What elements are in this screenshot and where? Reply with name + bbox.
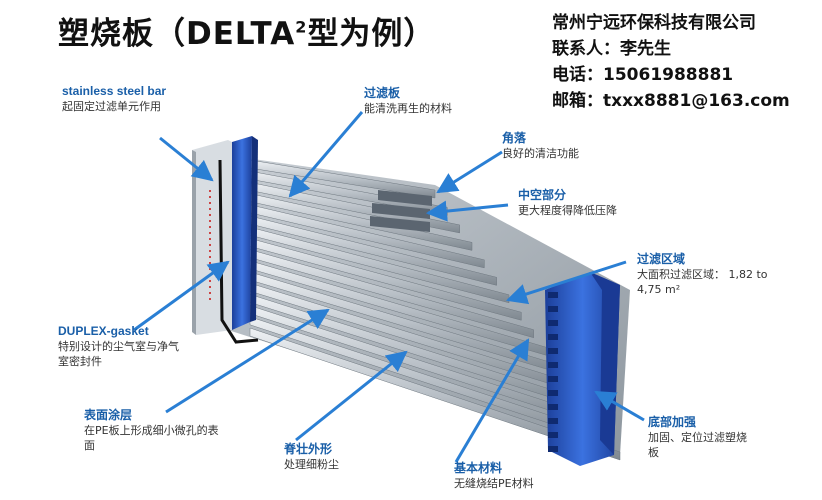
label-steel-bar-title: stainless steel bar — [62, 84, 167, 98]
right-frame-notch — [548, 292, 558, 298]
plate-body — [225, 155, 630, 461]
label-hollow-title: 中空部分 — [518, 188, 567, 202]
label-coating-desc1: 在PE板上形成细小微孔的表 — [84, 424, 219, 437]
label-steel-bar: stainless steel bar 起固定过滤单元作用 — [62, 84, 166, 114]
right-frame-notch — [548, 348, 558, 354]
company-email: 邮箱：txxx8881@163.com — [552, 91, 790, 111]
title-main: 塑烧板（DELTA — [58, 16, 296, 52]
label-coating-title: 表面涂层 — [84, 408, 133, 422]
title-tail: 型为例） — [307, 16, 436, 52]
company-info: 常州宁远环保科技有限公司 联系人：李先生 电话：15061988881 邮箱：t… — [552, 10, 790, 114]
right-frame — [545, 272, 620, 466]
right-frame-notch — [548, 320, 558, 326]
label-filter-area-desc2: 4,75 m² — [637, 283, 681, 296]
label-corner-desc: 良好的清洁功能 — [502, 147, 579, 160]
label-hollow-desc: 更大程度得降低压降 — [518, 204, 617, 217]
right-frame-ridges — [548, 292, 558, 452]
label-bottom: 底部加强 加固、定位过滤塑烧 板 — [648, 415, 747, 460]
company-contact: 联系人：李先生 — [552, 39, 671, 59]
label-filter-plate-desc: 能清洗再生的材料 — [364, 102, 452, 115]
right-frame-notch — [548, 362, 558, 368]
label-gasket: DUPLEX-gasket 特别设计的尘气室与净气 室密封件 — [58, 324, 179, 369]
label-corner-title: 角落 — [502, 131, 527, 145]
company-phone: 电话：15061988881 — [552, 65, 734, 85]
label-filter-plate-title: 过滤板 — [364, 86, 401, 100]
label-bottom-title: 底部加强 — [648, 415, 697, 429]
right-frame-notch — [548, 390, 558, 396]
label-gasket-title: DUPLEX-gasket — [58, 324, 149, 338]
plate-rib — [249, 327, 621, 461]
label-filter-plate: 过滤板 能清洗再生的材料 — [364, 86, 452, 116]
right-frame-notch — [548, 418, 558, 424]
right-frame-notch — [548, 404, 558, 410]
label-bottom-desc1: 加固、定位过滤塑烧 — [648, 431, 747, 444]
gasket-line — [218, 159, 259, 344]
callout-arrows — [133, 111, 645, 463]
label-base-material-title: 基本材料 — [454, 461, 503, 475]
company-name: 常州宁远环保科技有限公司 — [552, 13, 756, 33]
label-base-material: 基本材料 无缝烧结PE材料 — [454, 461, 534, 491]
right-frame-notch — [548, 334, 558, 340]
label-gasket-desc2: 室密封件 — [58, 355, 102, 368]
label-gasket-desc1: 特别设计的尘气室与净气 — [58, 340, 179, 353]
right-frame-notch — [548, 376, 558, 382]
label-hollow: 中空部分 更大程度得降低压降 — [518, 188, 617, 218]
label-filter-area-desc1: 大面积过滤区域： 1,82 to — [637, 268, 768, 281]
corner-ridges — [370, 190, 432, 232]
right-frame-notch — [548, 446, 558, 452]
label-base-material-desc: 无缝烧结PE材料 — [454, 477, 534, 490]
label-filter-area: 过滤区域 大面积过滤区域： 1,82 to 4,75 m² — [637, 252, 768, 297]
label-bottom-desc2: 板 — [648, 446, 659, 459]
label-ridge: 脊壮外形 处理细粉尘 — [284, 442, 339, 472]
label-filter-area-title: 过滤区域 — [637, 252, 686, 266]
right-frame-notch — [548, 432, 558, 438]
page-title: 塑烧板（DELTA2型为例） — [58, 8, 435, 53]
label-coating: 表面涂层 在PE板上形成细小微孔的表 面 — [84, 408, 219, 453]
title-sup: 2 — [295, 17, 308, 37]
label-steel-bar-desc: 起固定过滤单元作用 — [62, 100, 161, 113]
label-coating-desc2: 面 — [84, 439, 95, 452]
label-ridge-desc: 处理细粉尘 — [284, 458, 339, 471]
left-frame — [232, 136, 258, 330]
label-corner: 角落 良好的清洁功能 — [502, 131, 579, 161]
right-frame-notch — [548, 306, 558, 312]
label-ridge-title: 脊壮外形 — [284, 442, 333, 456]
